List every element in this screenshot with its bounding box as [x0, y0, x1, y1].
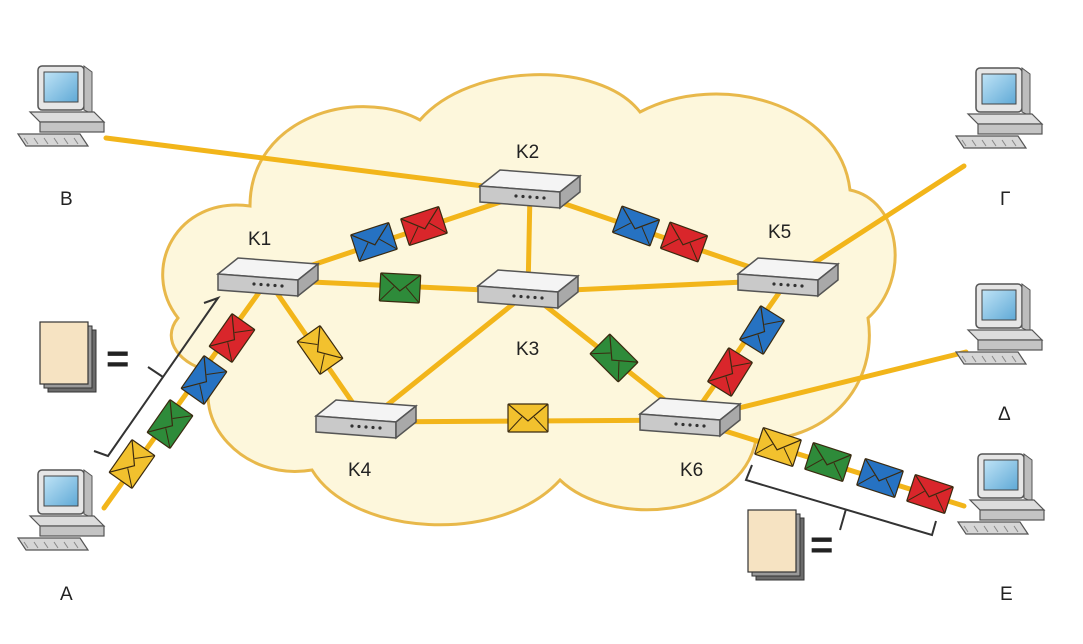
computer-g: [954, 67, 1044, 149]
packet-red-a-k1: [208, 313, 256, 363]
packet-yellow-k1-k4: [296, 325, 344, 375]
link-k5-g: [785, 163, 967, 283]
link-k5-k6: [687, 277, 791, 423]
packet-yellow-k4-k6: [507, 403, 549, 433]
computer-b: [16, 65, 106, 147]
message-e-equals-sign: =: [810, 523, 833, 567]
messages-layer: [39, 321, 805, 581]
packet-red-k6-e: [906, 474, 954, 514]
packet-blue-k6-e: [856, 458, 904, 498]
router-k4: [314, 399, 418, 440]
computer-label-b: B: [60, 189, 73, 210]
router-k3: [476, 269, 580, 310]
packet-green-k6-e: [804, 442, 852, 482]
router-label-k5: K5: [768, 222, 791, 243]
packet-yellow-k6-e: [754, 427, 802, 467]
packet-blue-k1-k2: [350, 222, 398, 262]
computer-e: [956, 453, 1046, 535]
packet-blue-k5-k6: [739, 305, 785, 355]
computer-label-a: A: [60, 584, 73, 605]
router-label-k3: K3: [516, 339, 539, 360]
packet-bracket-a-pointer: [147, 366, 164, 378]
router-k2: [478, 169, 582, 210]
packet-green-a-k1: [146, 399, 194, 449]
packet-red-k2-k5: [660, 221, 708, 263]
computer-a: [16, 469, 106, 551]
router-k1: [216, 257, 320, 298]
router-k5: [736, 257, 840, 298]
packet-red-k1-k2: [400, 206, 448, 246]
packets-layer: [108, 205, 954, 514]
computers-layer: [16, 65, 1046, 551]
router-label-k6: K6: [680, 460, 703, 481]
routers-layer: [216, 169, 840, 440]
packet-blue-a-k1: [180, 355, 228, 405]
packet-blue-k2-k5: [612, 205, 660, 247]
packet-yellow-a-k1: [108, 439, 156, 489]
packet-red-k5-k6: [707, 347, 753, 397]
computer-label-e: E: [1000, 584, 1013, 605]
message-a-stack: [39, 321, 97, 393]
link-b-k2: [103, 135, 533, 195]
packet-green-k1-k3: [378, 272, 422, 304]
router-label-k2: K2: [516, 142, 539, 163]
computer-label-d: Δ: [998, 404, 1011, 425]
router-label-k1: K1: [248, 229, 271, 250]
bracket-layer: [93, 296, 937, 537]
packet-bracket-e: [744, 464, 937, 537]
router-k6: [638, 397, 742, 438]
packet-green-k3-k6: [589, 333, 639, 383]
link-k2-k5: [527, 189, 791, 283]
packet-bracket-e-pointer: [839, 508, 847, 531]
router-label-k4: K4: [348, 460, 372, 481]
computer-label-g: Γ: [1000, 189, 1010, 210]
message-e-stack: [747, 509, 805, 581]
link-k4-k3: [363, 289, 531, 425]
computer-d: [954, 283, 1044, 365]
message-a-equals-sign: =: [106, 337, 129, 381]
